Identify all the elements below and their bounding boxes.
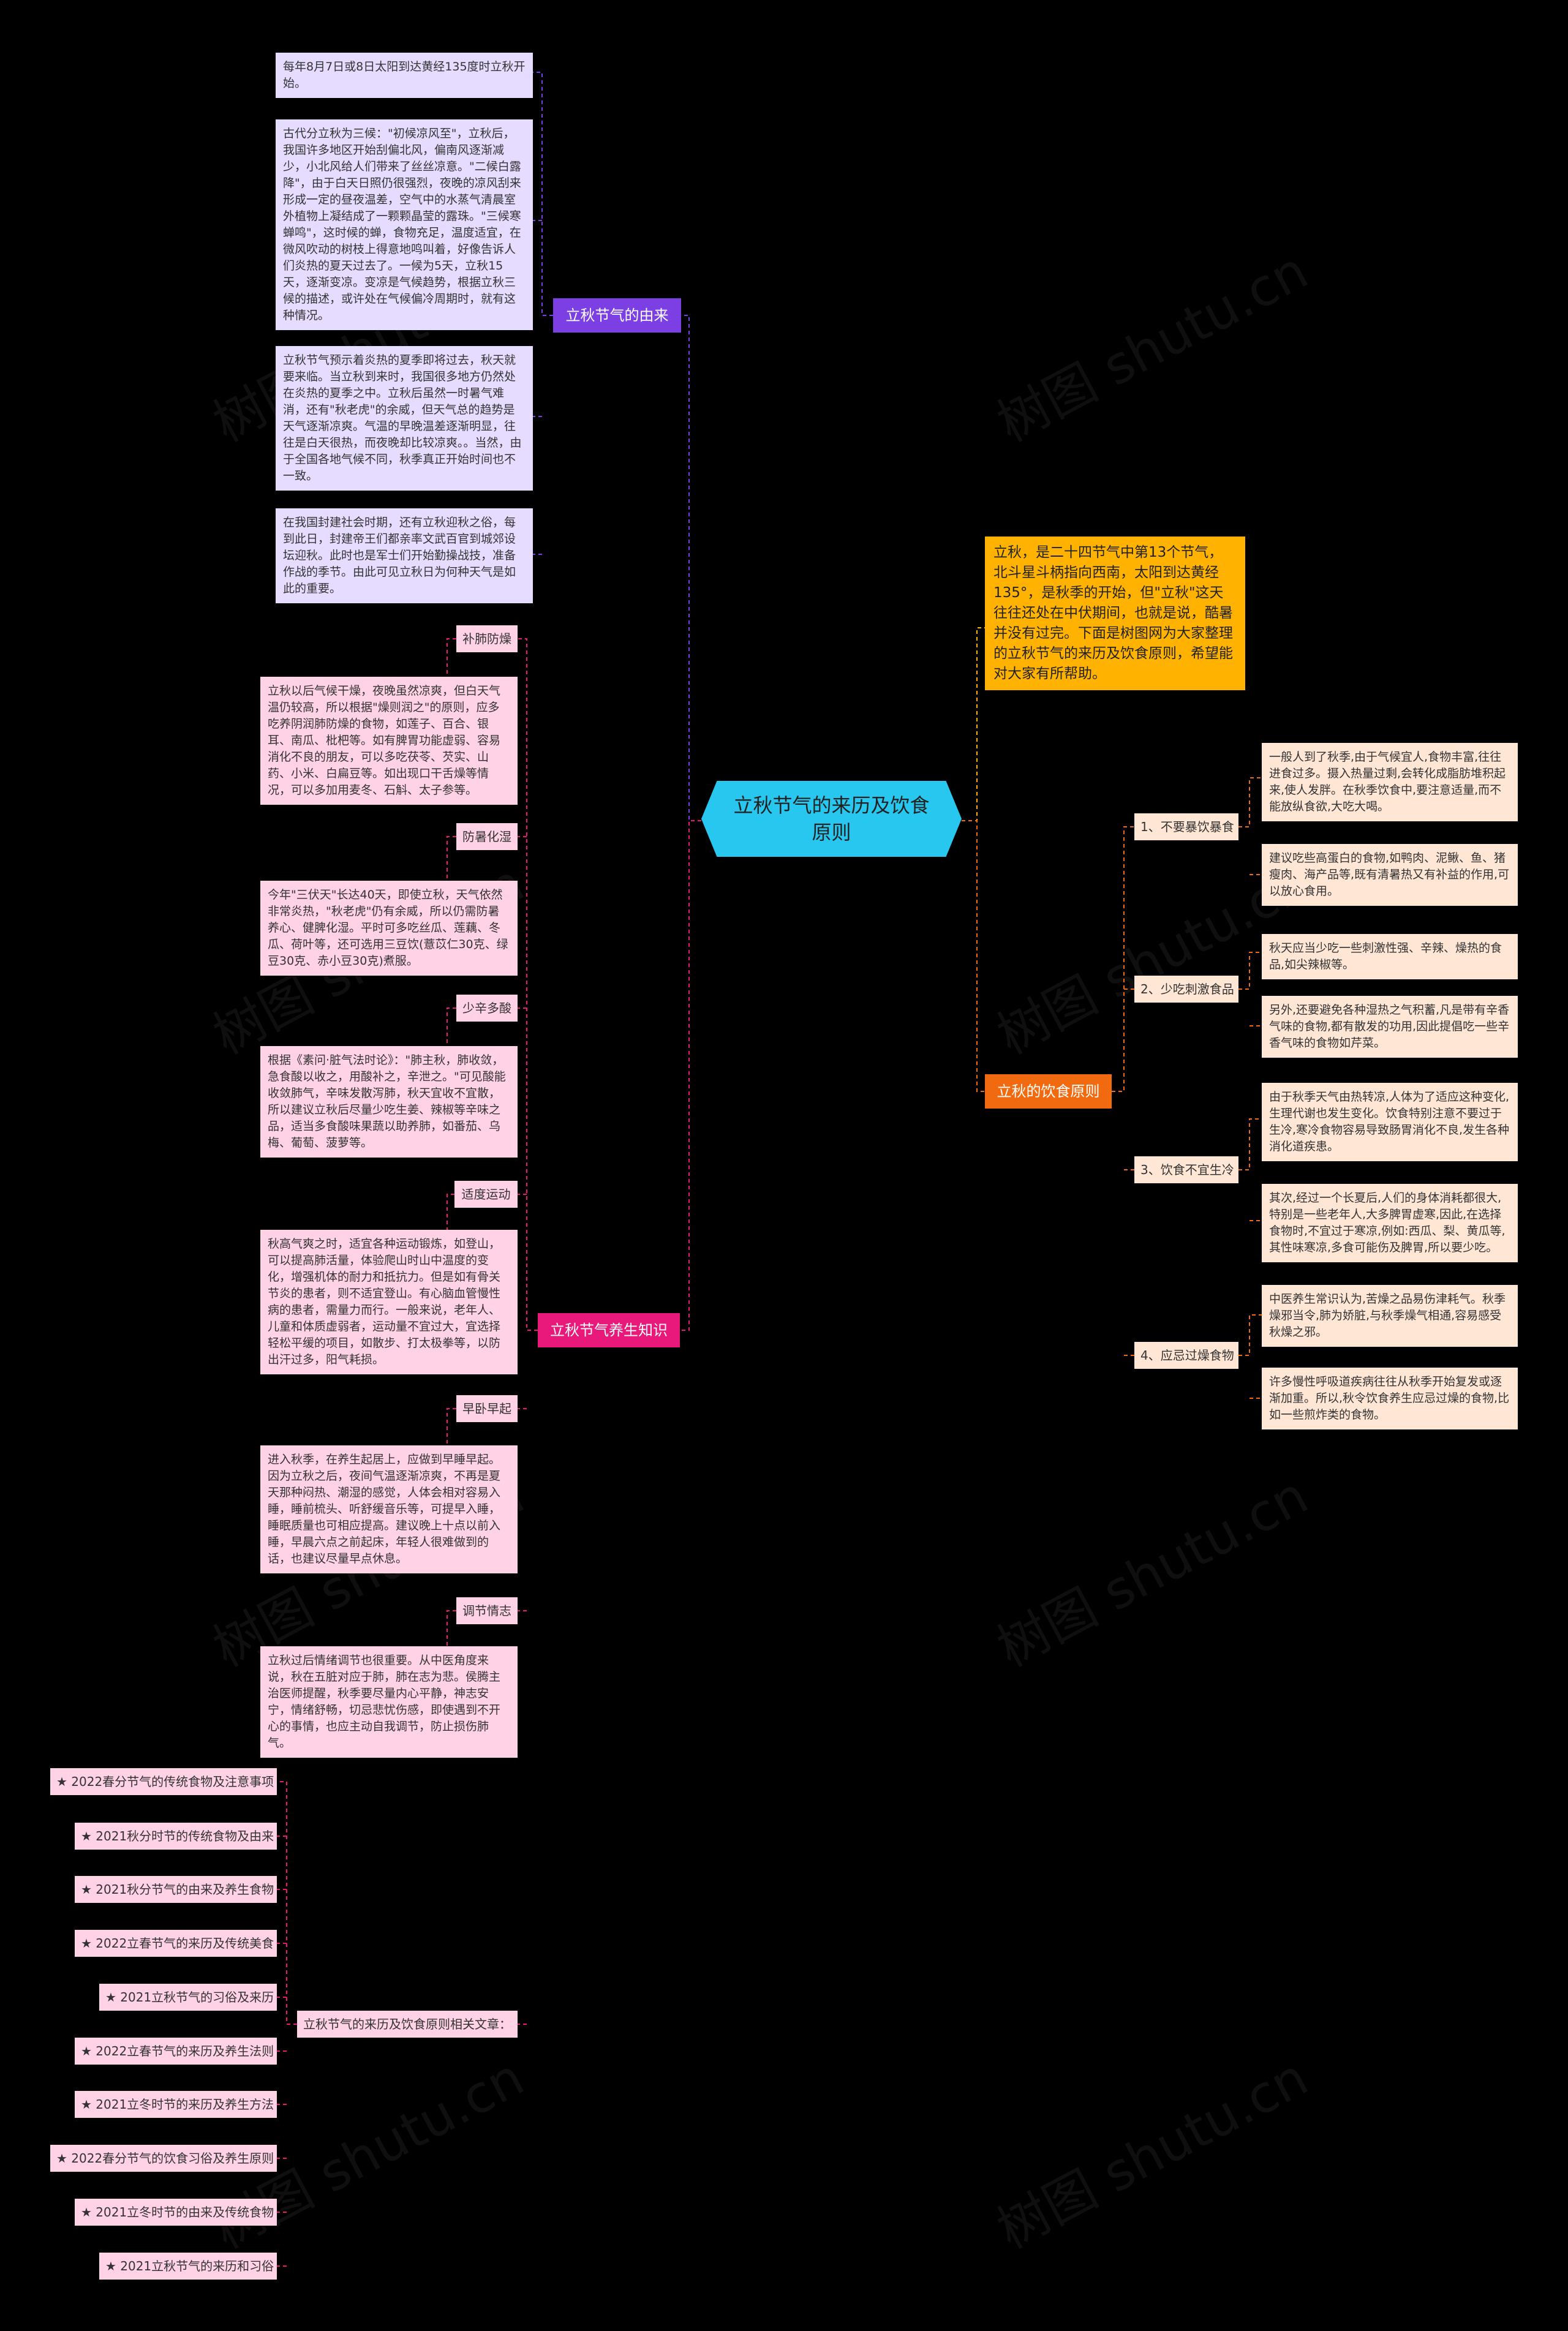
related-article-link[interactable]: ★ 2022春分节气的传统食物及注意事项 — [50, 1768, 277, 1795]
center-topic[interactable]: 立秋节气的来历及饮食原则 — [701, 781, 962, 857]
diet-rule-text: 中医养生常识认为,苦燥之品易伤津耗气。秋季燥邪当令,肺为娇脏,与秋季燥气相通,容… — [1262, 1285, 1518, 1347]
diet-rule-text: 其次,经过一个长夏后,人们的身体消耗都很大,特别是一些老年人,大多脾胃虚寒,因此… — [1262, 1184, 1518, 1262]
origin-item: 在我国封建社会时期，还有立秋迎秋之俗，每到此日，封建帝王们都亲率文武百官到城郊设… — [276, 508, 533, 603]
related-article-link[interactable]: ★ 2021立冬时节的由来及传统食物 — [75, 2199, 277, 2226]
diet-rule-label[interactable]: 2、少吃刺激食品 — [1134, 976, 1238, 1003]
health-topic-label[interactable]: 防暑化湿 — [456, 823, 518, 850]
diet-rule-text: 一般人到了秋季,由于气候宜人,食物丰富,往往进食过多。摄入热量过剩,会转化成脂肪… — [1262, 743, 1518, 821]
health-topic-label[interactable]: 少辛多酸 — [456, 995, 518, 1022]
related-article-link[interactable]: ★ 2021秋分时节的传统食物及由来 — [75, 1823, 277, 1850]
related-article-link[interactable]: ★ 2022立春节气的来历及养生法则 — [75, 2038, 277, 2065]
health-topic-text: 秋高气爽之时，适宜各种运动锻炼，如登山，可以提高肺活量，体验爬山时山中温度的变化… — [260, 1230, 518, 1374]
related-article-link[interactable]: ★ 2021立冬时节的来历及养生方法 — [75, 2091, 277, 2118]
health-topic-text: 立秋以后气候干燥，夜晚虽然凉爽，但白天气温仍较高，所以根据"燥则润之"的原则，应… — [260, 677, 518, 805]
related-article-link[interactable]: ★ 2021秋分节气的由来及养生食物 — [75, 1876, 277, 1903]
branch-health[interactable]: 立秋节气养生知识 — [538, 1313, 680, 1347]
origin-item: 每年8月7日或8日太阳到达黄经135度时立秋开始。 — [276, 53, 533, 98]
diet-rule-text: 建议吃些高蛋白的食物,如鸭肉、泥鳅、鱼、猪瘦肉、海产品等,既有清暑热又有补益的作… — [1262, 844, 1518, 906]
related-article-link[interactable]: ★ 2022立春节气的来历及传统美食 — [75, 1930, 277, 1957]
branch-diet[interactable]: 立秋的饮食原则 — [985, 1074, 1112, 1109]
diet-rule-text: 另外,还要避免各种湿热之气积蓄,凡是带有辛香气味的食物,都有散发的功用,因此提倡… — [1262, 996, 1518, 1058]
branch-origin[interactable]: 立秋节气的由来 — [553, 298, 681, 333]
related-article-link[interactable]: ★ 2021立秋节气的来历和习俗 — [99, 2253, 277, 2280]
origin-item: 立秋节气预示着炎热的夏季即将过去，秋天就要来临。当立秋到来时，我国很多地方仍然处… — [276, 346, 533, 491]
health-topic-text: 根据《素问·脏气法时论》："肺主秋，肺收敛，急食酸以收之，用酸补之，辛泄之。"可… — [260, 1046, 518, 1158]
health-topic-label[interactable]: 调节情志 — [456, 1597, 518, 1624]
intro-text: 立秋，是二十四节气中第13个节气，北斗星斗柄指向西南，太阳到达黄经135°，是秋… — [985, 537, 1245, 690]
diet-rule-text: 秋天应当少吃一些刺激性强、辛辣、燥热的食品,如尖辣椒等。 — [1262, 934, 1518, 979]
health-topic-text: 立秋过后情绪调节也很重要。从中医角度来说，秋在五脏对应于肺，肺在志为悲。侯腾主治… — [260, 1646, 518, 1758]
health-topic-label[interactable]: 适度运动 — [454, 1181, 518, 1208]
diet-rule-text: 许多慢性呼吸道疾病往往从秋季开始复发或逐渐加重。所以,秋令饮食养生应忌过燥的食物… — [1262, 1368, 1518, 1429]
related-article-link[interactable]: ★ 2022春分节气的饮食习俗及养生原则 — [50, 2145, 277, 2172]
related-article-link[interactable]: ★ 2021立秋节气的习俗及来历 — [99, 1984, 277, 2011]
diet-rule-label[interactable]: 4、应忌过燥食物 — [1134, 1342, 1238, 1369]
health-topic-text: 进入秋季，在养生起居上，应做到早睡早起。因为立秋之后，夜间气温逐渐凉爽，不再是夏… — [260, 1445, 518, 1573]
diet-rule-label[interactable]: 1、不要暴饮暴食 — [1134, 813, 1238, 840]
diet-rule-text: 由于秋季天气由热转凉,人体为了适应这种变化,生理代谢也发生变化。饮食特别注意不要… — [1262, 1083, 1518, 1161]
health-topic-text: 今年"三伏天"长达40天，即使立秋，天气依然非常炎热，"秋老虎"仍有余威，所以仍… — [260, 881, 518, 976]
related-articles-title: 立秋节气的来历及饮食原则相关文章： — [297, 2011, 518, 2038]
health-topic-label[interactable]: 补肺防燥 — [456, 625, 518, 652]
health-topic-label[interactable]: 早卧早起 — [456, 1395, 518, 1422]
origin-item: 古代分立秋为三候："初候凉风至"，立秋后，我国许多地区开始刮偏北风，偏南风逐渐减… — [276, 119, 533, 330]
diet-rule-label[interactable]: 3、饮食不宜生冷 — [1134, 1156, 1238, 1183]
